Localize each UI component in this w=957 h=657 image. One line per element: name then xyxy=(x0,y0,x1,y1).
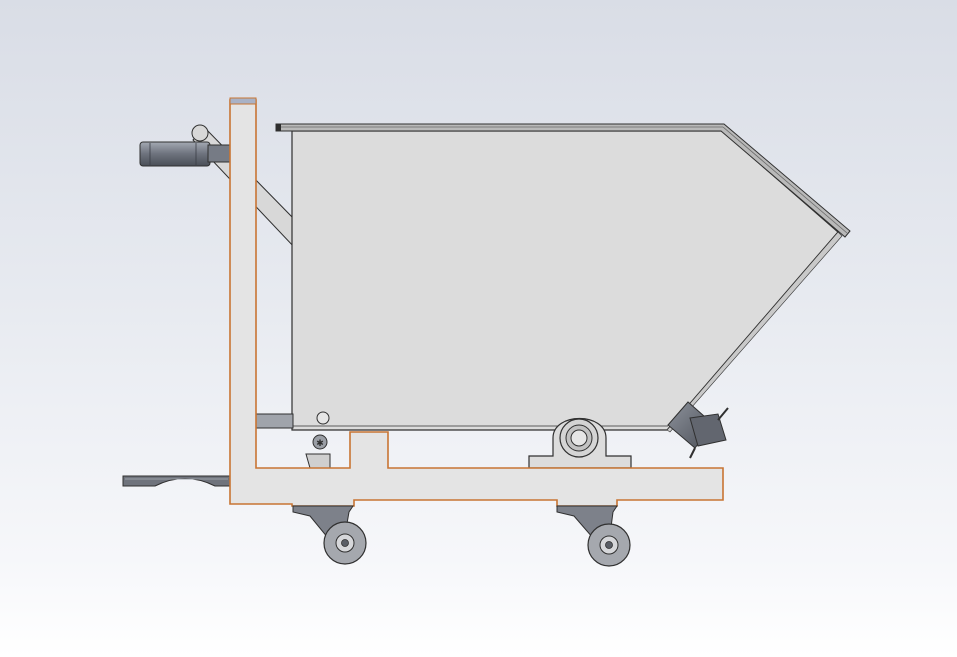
front-caster xyxy=(556,505,631,567)
knob-star-glyph: ✱ xyxy=(316,439,324,449)
hopper-lid xyxy=(275,123,851,238)
latch-mechanism[interactable] xyxy=(667,401,729,459)
frame xyxy=(229,97,724,507)
handle-grip[interactable] xyxy=(139,141,233,167)
hopper-bin xyxy=(291,130,843,433)
pivot-bearing xyxy=(528,418,632,469)
rear-caster xyxy=(292,505,367,565)
fork-pocket xyxy=(122,475,231,487)
latch-knob[interactable]: ✱ xyxy=(254,411,331,469)
